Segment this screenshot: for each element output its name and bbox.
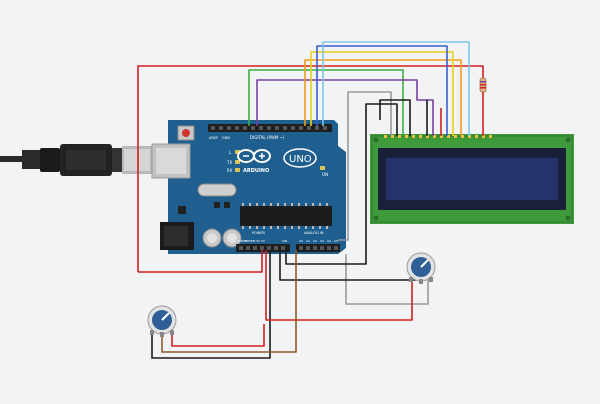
a3-label: A3	[320, 239, 324, 243]
wire-red-5v-bottom[interactable]	[138, 250, 263, 273]
arduino-logo-icon	[237, 149, 271, 163]
wire-lightblue[interactable]	[322, 41, 470, 136]
wires[interactable]	[137, 41, 487, 359]
led-rx	[235, 168, 240, 172]
power-header[interactable]	[236, 244, 290, 252]
gnd-label: GND	[222, 136, 230, 140]
model-label: UNO	[289, 154, 312, 165]
led-l-label: L	[229, 150, 232, 155]
vin-label: VIN	[282, 239, 287, 243]
a0-label: A0	[299, 239, 303, 243]
wire-gray[interactable]	[338, 91, 392, 241]
on-label: ON	[322, 172, 328, 177]
wire-blue[interactable]	[316, 45, 448, 136]
ioref-label: IOREF	[238, 239, 247, 243]
v5-label: 5V	[261, 239, 266, 243]
wire-red-pot[interactable]	[265, 250, 413, 321]
aref-label: AREF	[209, 136, 218, 140]
wire-brown[interactable]	[161, 250, 297, 353]
barrel-jack-icon	[160, 222, 194, 250]
reset-pin-label: RESET	[245, 239, 255, 243]
digital-header[interactable]	[208, 124, 332, 132]
wire-yellow[interactable]	[310, 51, 454, 136]
led-tx	[235, 160, 240, 164]
arduino-uno-board[interactable]: DIGITAL (PWM ~) AREF GND L TX RX ARDUINO…	[151, 120, 346, 254]
led-l	[235, 150, 240, 154]
on-led	[320, 166, 325, 170]
lcd-screen	[386, 158, 558, 200]
a5-label: A5	[334, 239, 338, 243]
potentiometer-icon[interactable]	[147, 305, 177, 337]
analog-header[interactable]	[296, 244, 340, 252]
wire-purple[interactable]	[256, 79, 434, 136]
a4-label: A4	[327, 239, 331, 243]
atmega-chip	[240, 203, 332, 229]
v33-label: 3.3V	[253, 239, 261, 243]
potentiometer-icon[interactable]	[406, 252, 436, 284]
lcd-16x2-display[interactable]	[370, 134, 574, 224]
lcd-pin-header[interactable]	[384, 135, 492, 138]
digital-header-label: DIGITAL (PWM ~)	[250, 135, 285, 140]
reset-button[interactable]	[177, 125, 195, 141]
a1-label: A1	[306, 239, 310, 243]
led-rx-label: RX	[227, 168, 233, 173]
power-header-label: POWER	[252, 231, 266, 235]
led-tx-label: TX	[226, 160, 232, 165]
wire-green[interactable]	[248, 69, 404, 136]
capacitor-icon	[202, 228, 222, 248]
capacitor-icon	[222, 228, 242, 248]
uno-badge: UNO	[283, 148, 317, 168]
usb-cable-icon[interactable]	[0, 144, 152, 176]
wire-orange[interactable]	[304, 59, 462, 136]
wire-black[interactable]	[285, 103, 398, 265]
brand-label: ARDUINO	[243, 168, 269, 174]
analog-header-label: ANALOG IN	[304, 231, 324, 235]
crystal-oscillator	[197, 183, 237, 197]
a2-label: A2	[313, 239, 317, 243]
resistor-icon	[479, 77, 487, 93]
